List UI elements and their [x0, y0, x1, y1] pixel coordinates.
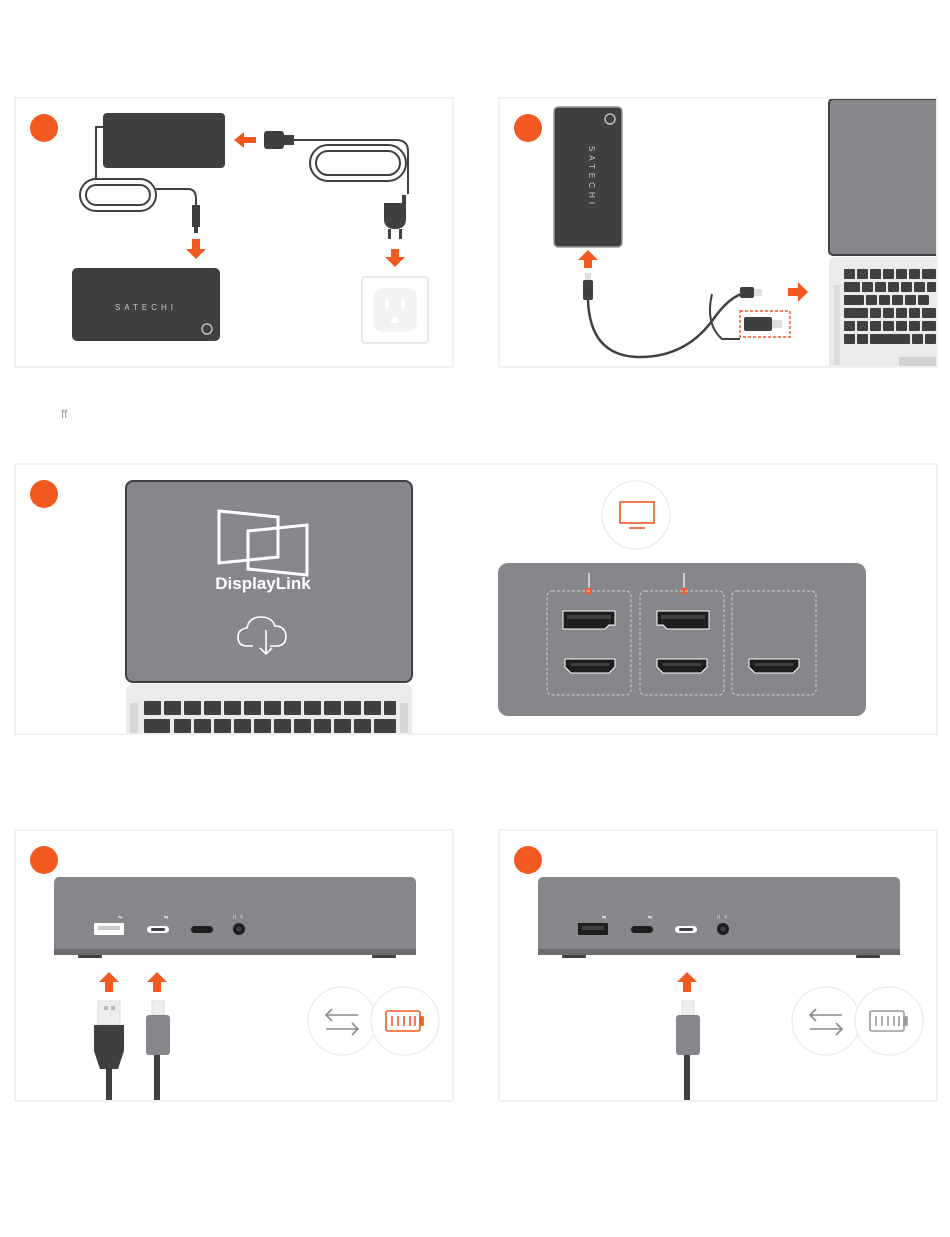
step-marker [514, 846, 542, 874]
displayport-port [657, 611, 709, 629]
usb-c-port [631, 926, 653, 933]
wall-outlet-icon [362, 277, 428, 343]
arrow-up-icon [99, 972, 119, 992]
displayport-port [563, 611, 615, 629]
arrow-up-icon [578, 250, 598, 268]
dock-brand-label: SATECHI [587, 146, 596, 208]
arrow-down-icon [385, 249, 405, 267]
headphone-mic-icon: ∩ ♀ [232, 914, 244, 921]
usb-c-cable [146, 1001, 170, 1102]
arrow-up-icon [147, 972, 167, 992]
step-marker [30, 480, 58, 508]
ac-connector [264, 131, 284, 149]
usb-a-cable [94, 1001, 124, 1102]
usb-c-cable [676, 1001, 700, 1102]
step-4-usb-charging-panel: ⇆ ⇆ ∩ ♀ [14, 829, 454, 1102]
hdmi-port [565, 659, 615, 673]
wall-plug [384, 203, 406, 229]
step-marker [514, 114, 542, 142]
usb-adapter [744, 317, 772, 331]
laptop-screen [829, 99, 938, 255]
arrow-right-icon [788, 282, 808, 302]
usb-symbol-icon: ⇆ [602, 915, 606, 921]
step-1-power-panel: SATECHI [14, 97, 454, 368]
hdmi-port [657, 659, 707, 673]
usb-symbol-icon: ⇆ [164, 915, 168, 921]
step-marker [30, 846, 58, 874]
hdmi-port [749, 659, 799, 673]
step-2-laptop-panel: SATECHI [498, 97, 938, 368]
laptop-trackpad [899, 357, 938, 368]
small-note-text: ff [61, 407, 67, 421]
power-adapter [103, 113, 225, 168]
step-3-display-panel: DisplayLink [14, 463, 938, 735]
usb-symbol-icon: ⇆ [118, 915, 122, 921]
monitor-badge [602, 481, 670, 549]
display-hub [498, 563, 866, 716]
arrow-left-icon [234, 132, 256, 148]
step-marker [30, 114, 58, 142]
arrow-down-icon [186, 239, 206, 259]
displaylink-label: DisplayLink [215, 574, 311, 593]
dock-brand-label: SATECHI [115, 303, 177, 312]
usb-symbol-icon: ⇆ [648, 915, 652, 921]
step-5-usb-c-panel: ⇆ ⇆ ∩ ♀ [498, 829, 938, 1102]
usb-c-port [191, 926, 213, 933]
headphone-mic-icon: ∩ ♀ [716, 914, 728, 921]
arrow-up-icon [677, 972, 697, 992]
